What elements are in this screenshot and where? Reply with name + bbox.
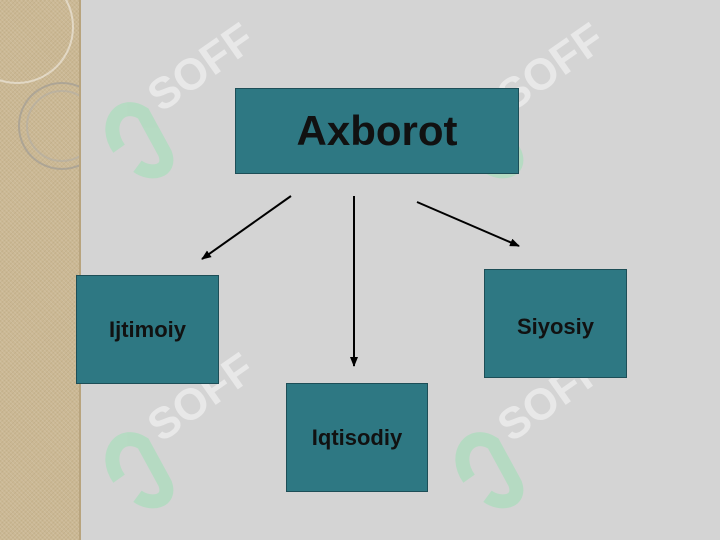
child-node-label: Ijtimoiy xyxy=(108,316,186,342)
child-node-siyosiy: Siyosiy xyxy=(484,269,627,378)
child-node-ijtimoiy: Ijtimoiy xyxy=(76,275,219,384)
child-node-label: Iqtisodiy xyxy=(311,424,403,450)
decorative-sidebar xyxy=(0,0,81,540)
root-node-label: Axborot xyxy=(296,107,458,154)
root-node: Axborot xyxy=(235,88,519,174)
decorative-ring xyxy=(0,0,74,84)
child-node-label: Siyosiy xyxy=(516,314,595,339)
child-node-iqtisodiy: Iqtisodiy xyxy=(286,383,428,492)
